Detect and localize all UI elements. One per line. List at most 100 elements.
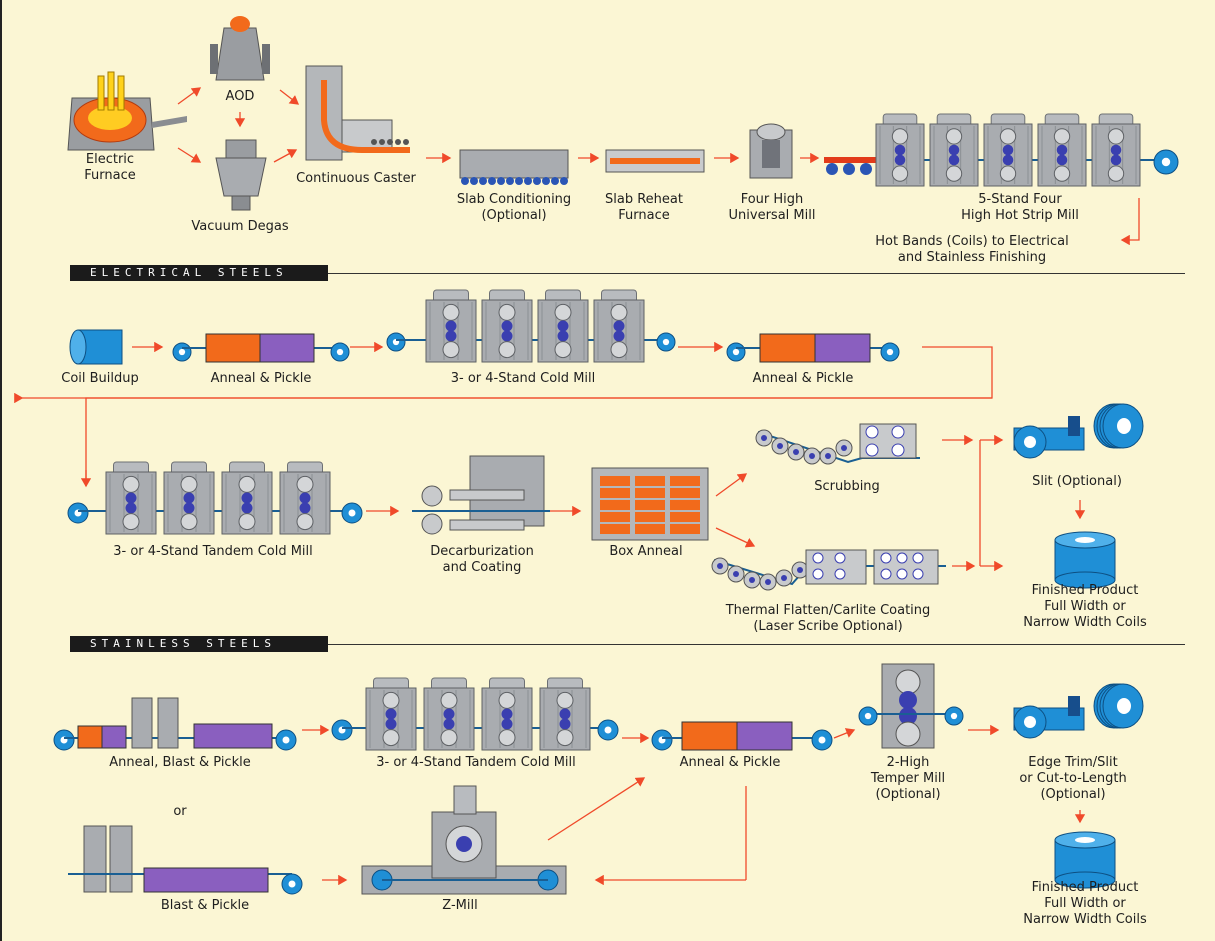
slab-reheat-furnace xyxy=(606,150,704,172)
thermal-flatten-line xyxy=(712,550,946,590)
cold-mill-stand-1 xyxy=(426,290,476,362)
label-tandem-cold-mill-stainless: 3- or 4-Stand Tandem Cold Mill xyxy=(376,755,576,771)
slitter-stainless xyxy=(1014,684,1143,738)
label-edge-trim-line-3: (Optional) xyxy=(1019,787,1126,803)
label-finished-product-electrical-line-2: Full Width or xyxy=(1023,599,1147,615)
label-slab-conditioning: Slab Conditioning(Optional) xyxy=(457,192,571,224)
label-electric-furnace-line-2: Furnace xyxy=(84,168,135,184)
label-anneal-pickle-2-line-1: Anneal & Pickle xyxy=(753,371,854,387)
coil xyxy=(859,707,877,725)
coil-ap1-entry xyxy=(173,343,191,361)
hot-strip-stand-2 xyxy=(930,114,978,186)
z-mill xyxy=(362,786,566,894)
label-four-high-universal-mill-line-1: Four High xyxy=(729,192,816,208)
section-rule-electrical xyxy=(328,273,1185,274)
label-anneal-pickle-3: Anneal & Pickle xyxy=(680,755,781,771)
cold-mill-stand-2 xyxy=(482,290,532,362)
label-vacuum-degas-line-1: Vacuum Degas xyxy=(191,219,288,235)
tandem-stand-e-3 xyxy=(222,462,272,534)
label-slab-reheat-line-1: Slab Reheat xyxy=(605,192,683,208)
four-high-universal-mill xyxy=(750,124,792,178)
cold-mill-stand-3 xyxy=(538,290,588,362)
label-blast-pickle: Blast & Pickle xyxy=(161,898,249,914)
arrow-furnace-to-degas xyxy=(178,148,200,162)
flow-arrow xyxy=(716,528,754,546)
label-four-high-universal-mill-line-2: Universal Mill xyxy=(729,208,816,224)
arrow-to-hot-bands xyxy=(1122,198,1139,240)
pickle-tank-s xyxy=(194,724,272,748)
coil-buildup xyxy=(70,330,122,364)
coil xyxy=(68,503,88,523)
label-decarburization-line-2: and Coating xyxy=(430,560,534,576)
label-hot-bands-line-2: and Stainless Finishing xyxy=(875,250,1068,266)
label-finished-product-stainless-line-2: Full Width or xyxy=(1023,896,1147,912)
pickle-tank-s2 xyxy=(144,868,268,892)
hot-strip-stand-1 xyxy=(876,114,924,186)
aod-vessel xyxy=(210,16,270,80)
label-thermal-flatten: Thermal Flatten/Carlite Coating(Laser Sc… xyxy=(726,603,931,635)
flow-arrow xyxy=(548,778,644,840)
flow-arrow xyxy=(716,474,746,496)
label-continuous-caster-line-1: Continuous Caster xyxy=(296,171,416,187)
label-slab-conditioning-line-1: Slab Conditioning xyxy=(457,192,571,208)
coil xyxy=(387,333,405,351)
roller xyxy=(860,163,872,175)
arrow-degas-to-caster xyxy=(274,150,296,162)
cold-mill-stand-4 xyxy=(594,290,644,362)
section-rule-stainless xyxy=(328,644,1185,645)
label-z-mill-line-1: Z-Mill xyxy=(442,898,477,914)
section-bar-electrical: ELECTRICAL STEELS xyxy=(70,265,328,281)
label-thermal-flatten-line-2: (Laser Scribe Optional) xyxy=(726,619,931,635)
label-decarburization-line-1: Decarburization xyxy=(430,544,534,560)
label-hot-strip-mill-line-1: 5-Stand Four xyxy=(961,192,1079,208)
label-four-high-universal-mill: Four HighUniversal Mill xyxy=(729,192,816,224)
label-anneal-blast-pickle: Anneal, Blast & Pickle xyxy=(109,755,250,771)
tandem-stand-s-4 xyxy=(540,678,590,750)
hot-slab xyxy=(824,157,879,163)
slitter-electrical xyxy=(1014,404,1143,458)
electric-furnace xyxy=(68,72,187,150)
arrow-aod-to-caster xyxy=(280,90,298,104)
label-slit-optional-line-1: Slit (Optional) xyxy=(1032,474,1122,490)
label-slab-conditioning-line-2: (Optional) xyxy=(457,208,571,224)
coil xyxy=(276,730,296,750)
anneal-pickle-3 xyxy=(682,722,792,750)
coil xyxy=(332,720,352,740)
anneal-pickle-2 xyxy=(760,334,870,362)
tandem-stand-e-1 xyxy=(106,462,156,534)
arrow-furnace-to-aod xyxy=(178,88,200,104)
label-coil-buildup-line-1: Coil Buildup xyxy=(61,371,139,387)
coil xyxy=(652,730,672,750)
label-cold-mill-1-line-1: 3- or 4-Stand Cold Mill xyxy=(451,371,596,387)
coil xyxy=(727,343,745,361)
vacuum-degas xyxy=(216,140,266,210)
tandem-stand-s-3 xyxy=(482,678,532,750)
coil xyxy=(54,730,74,750)
label-temper-mill-line-2: Temper Mill xyxy=(871,771,945,787)
scrubbing-line xyxy=(756,424,920,464)
label-thermal-flatten-line-1: Thermal Flatten/Carlite Coating xyxy=(726,603,931,619)
blast-cabinet xyxy=(132,698,152,748)
label-or-line-1: or xyxy=(173,804,186,820)
label-slit-optional: Slit (Optional) xyxy=(1032,474,1122,490)
label-box-anneal: Box Anneal xyxy=(609,544,682,560)
label-finished-product-electrical: Finished ProductFull Width orNarrow Widt… xyxy=(1023,583,1147,631)
section-bar-stainless: STAINLESS STEELS xyxy=(70,636,328,652)
roller xyxy=(826,163,838,175)
coil xyxy=(945,707,963,725)
label-box-anneal-line-1: Box Anneal xyxy=(609,544,682,560)
label-scrubbing-line-1: Scrubbing xyxy=(814,479,880,495)
tandem-stand-e-4 xyxy=(280,462,330,534)
label-aod: AOD xyxy=(226,89,255,105)
coil xyxy=(342,503,362,523)
blast-cabinet xyxy=(110,826,132,892)
label-anneal-pickle-3-line-1: Anneal & Pickle xyxy=(680,755,781,771)
slab-conditioning xyxy=(460,150,568,185)
label-vacuum-degas: Vacuum Degas xyxy=(191,219,288,235)
label-blast-pickle-line-1: Blast & Pickle xyxy=(161,898,249,914)
label-hot-strip-mill-line-2: High Hot Strip Mill xyxy=(961,208,1079,224)
